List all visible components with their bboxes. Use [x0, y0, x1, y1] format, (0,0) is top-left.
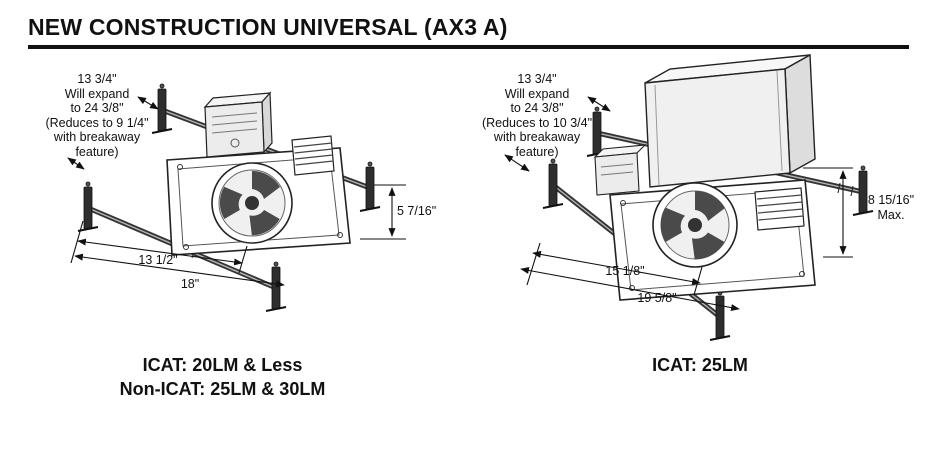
right-housing-illustration: [504, 53, 874, 341]
note-line: 13 3/4": [77, 72, 117, 86]
mounting-brackets: [77, 83, 381, 312]
right-caption: ICAT: 25LM: [560, 353, 840, 377]
left-caption: ICAT: 20LM & Less Non-ICAT: 25LM & 30LM: [60, 353, 385, 401]
junction-box: [203, 91, 273, 158]
note-line: to 24 3/8": [510, 101, 564, 115]
light-aperture: [652, 182, 738, 268]
caption-line: ICAT: 20LM & Less: [142, 355, 303, 375]
note-line: 13 3/4": [517, 72, 557, 86]
height-value: 8 15/16": [867, 193, 915, 207]
junction-box: [593, 144, 647, 196]
trim-fan: [219, 170, 280, 236]
left-housing-illustration: [67, 83, 406, 312]
note-line: Will expand: [64, 86, 130, 101]
left-width-outer-dimension: 18": [180, 277, 200, 291]
left-expansion-note: 13 3/4" Will expand to 24 3/8" (Reduces …: [22, 72, 172, 159]
right-width-outer-dimension: 19 5/8": [637, 291, 677, 305]
title-underline-rule: [28, 45, 909, 49]
dimension-lines: [504, 96, 853, 312]
icat-enclosure-box: [644, 53, 816, 188]
right-height-dimension: 8 15/16" Max.: [848, 193, 934, 223]
note-line: (Reduces to 9 1/4": [45, 115, 149, 130]
caption-line: Non-ICAT: 25LM & 30LM: [119, 379, 326, 399]
note-line: with breakaway: [493, 130, 581, 144]
note-line: with breakaway: [53, 130, 141, 144]
note-line: feature): [75, 144, 119, 159]
left-height-dimension: 5 7/16": [397, 204, 437, 218]
right-expansion-note: 13 3/4" Will expand to 24 3/8" (Reduces …: [462, 72, 612, 159]
note-line: Will expand: [504, 86, 570, 101]
driver-box: [291, 135, 335, 176]
right-width-inner-dimension: 15 1/8": [605, 264, 645, 278]
note-line: feature): [515, 144, 559, 159]
note-line: to 24 3/8": [70, 101, 124, 115]
light-aperture: [211, 162, 293, 244]
page-title: NEW CONSTRUCTION UNIVERSAL (AX3 A): [28, 14, 508, 40]
left-width-inner-dimension: 13 1/2": [138, 253, 178, 267]
driver-box: [754, 187, 805, 231]
caption-line: ICAT: 25LM: [652, 355, 748, 375]
dimension-lines: [67, 96, 406, 288]
note-line: (Reduces to 10 3/4": [481, 115, 593, 130]
height-note: Max.: [877, 208, 905, 222]
